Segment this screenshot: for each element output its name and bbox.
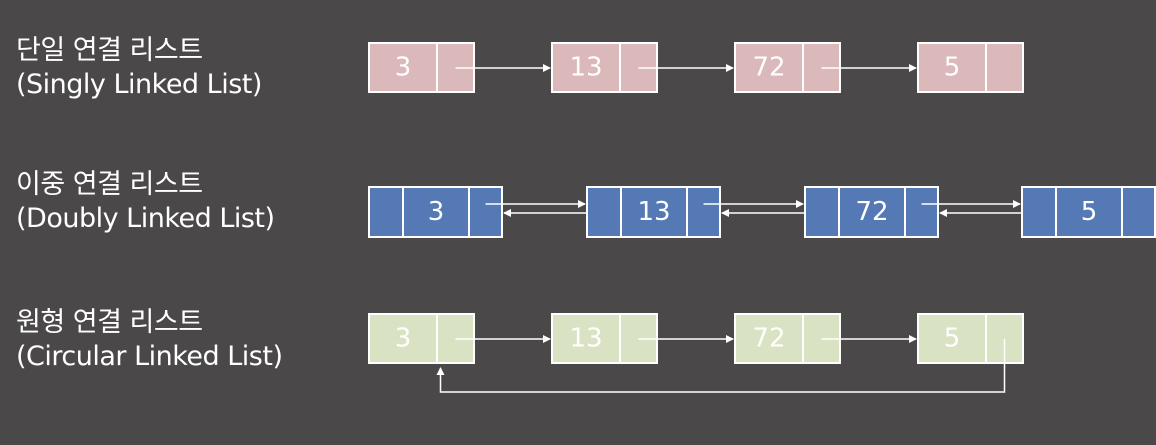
singly-title-ko: 단일 연결 리스트: [16, 35, 203, 66]
doubly-node-3-value: 72: [855, 197, 888, 227]
circular-node-3-value: 72: [752, 324, 785, 354]
doubly-node-1-value: 3: [428, 197, 445, 227]
doubly-linked-list-label: 이중 연결 리스트 (Doubly Linked List): [16, 168, 275, 236]
circular-title-en: (Circular Linked List): [16, 341, 283, 372]
circular-node-4-value: 5: [944, 324, 961, 354]
singly-node-2-value: 13: [569, 53, 602, 83]
doubly-node-4-prev-cell: [1021, 186, 1057, 238]
circular-title-ko: 원형 연결 리스트: [16, 307, 203, 338]
doubly-node-2-prev-cell: [586, 186, 622, 238]
circular-node-4-data-cell: [917, 313, 987, 364]
doubly-title-en: (Doubly Linked List): [16, 203, 275, 234]
circular-node-1-data-cell: [368, 313, 438, 364]
circular-node-3-data-cell: [734, 313, 804, 364]
singly-node-1-value: 3: [395, 53, 412, 83]
doubly-node-2-next-cell: [686, 186, 721, 238]
doubly-title-ko: 이중 연결 리스트: [16, 169, 203, 200]
circular-return-arrow: [436, 339, 1006, 393]
doubly-node-1-next-cell: [468, 186, 503, 238]
singly-linked-list-label: 단일 연결 리스트 (Singly Linked List): [16, 34, 262, 102]
singly-node-2-data-cell: [551, 42, 621, 93]
doubly-node-2-value: 13: [637, 197, 670, 227]
circular-linked-list-label: 원형 연결 리스트 (Circular Linked List): [16, 306, 283, 374]
doubly-node-3-data-cell: [838, 186, 906, 238]
doubly-node-3-prev-cell: [804, 186, 840, 238]
doubly-node-1-prev-cell: [368, 186, 404, 238]
doubly-node-1-data-cell: [402, 186, 470, 238]
circular-node-2-data-cell: [551, 313, 621, 364]
doubly-node-4-data-cell: [1055, 186, 1123, 238]
doubly-node-4-value: 5: [1081, 197, 1098, 227]
singly-node-4-next-cell: [985, 42, 1024, 93]
singly-node-3-value: 72: [752, 53, 785, 83]
doubly-node-3-next-cell: [904, 186, 939, 238]
singly-node-4-value: 5: [944, 53, 961, 83]
singly-title-en: (Singly Linked List): [16, 69, 262, 100]
circular-node-2-value: 13: [569, 324, 602, 354]
circular-node-1-value: 3: [395, 324, 412, 354]
doubly-node-4-next-cell: [1121, 186, 1156, 238]
